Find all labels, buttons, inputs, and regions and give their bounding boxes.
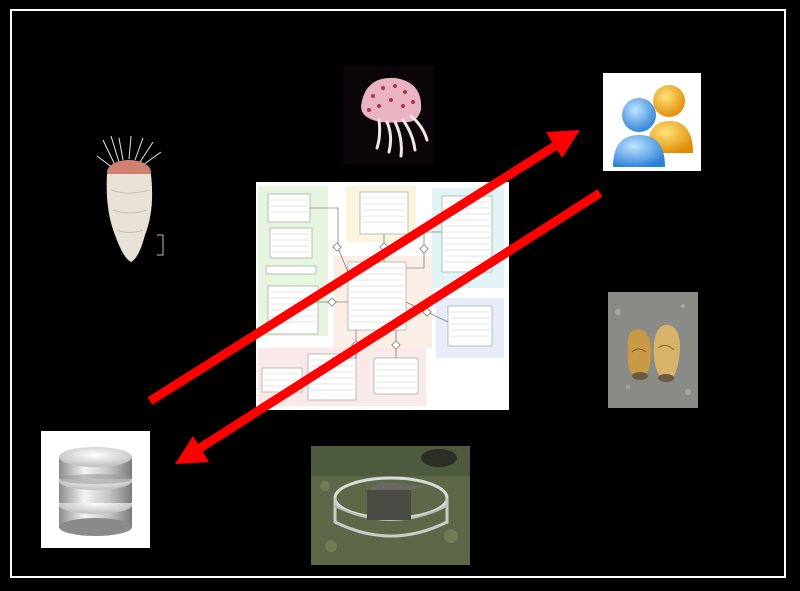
frame-border (10, 9, 786, 578)
users-icon (603, 73, 701, 171)
database-icon (41, 431, 150, 548)
arrow-to-database (175, 189, 603, 464)
jellyfish-photo (343, 66, 434, 164)
snail-photo (608, 292, 698, 408)
sieve-field-photo (311, 446, 470, 565)
arrow-to-users (147, 130, 580, 405)
worm-specimen-photo (85, 130, 180, 270)
